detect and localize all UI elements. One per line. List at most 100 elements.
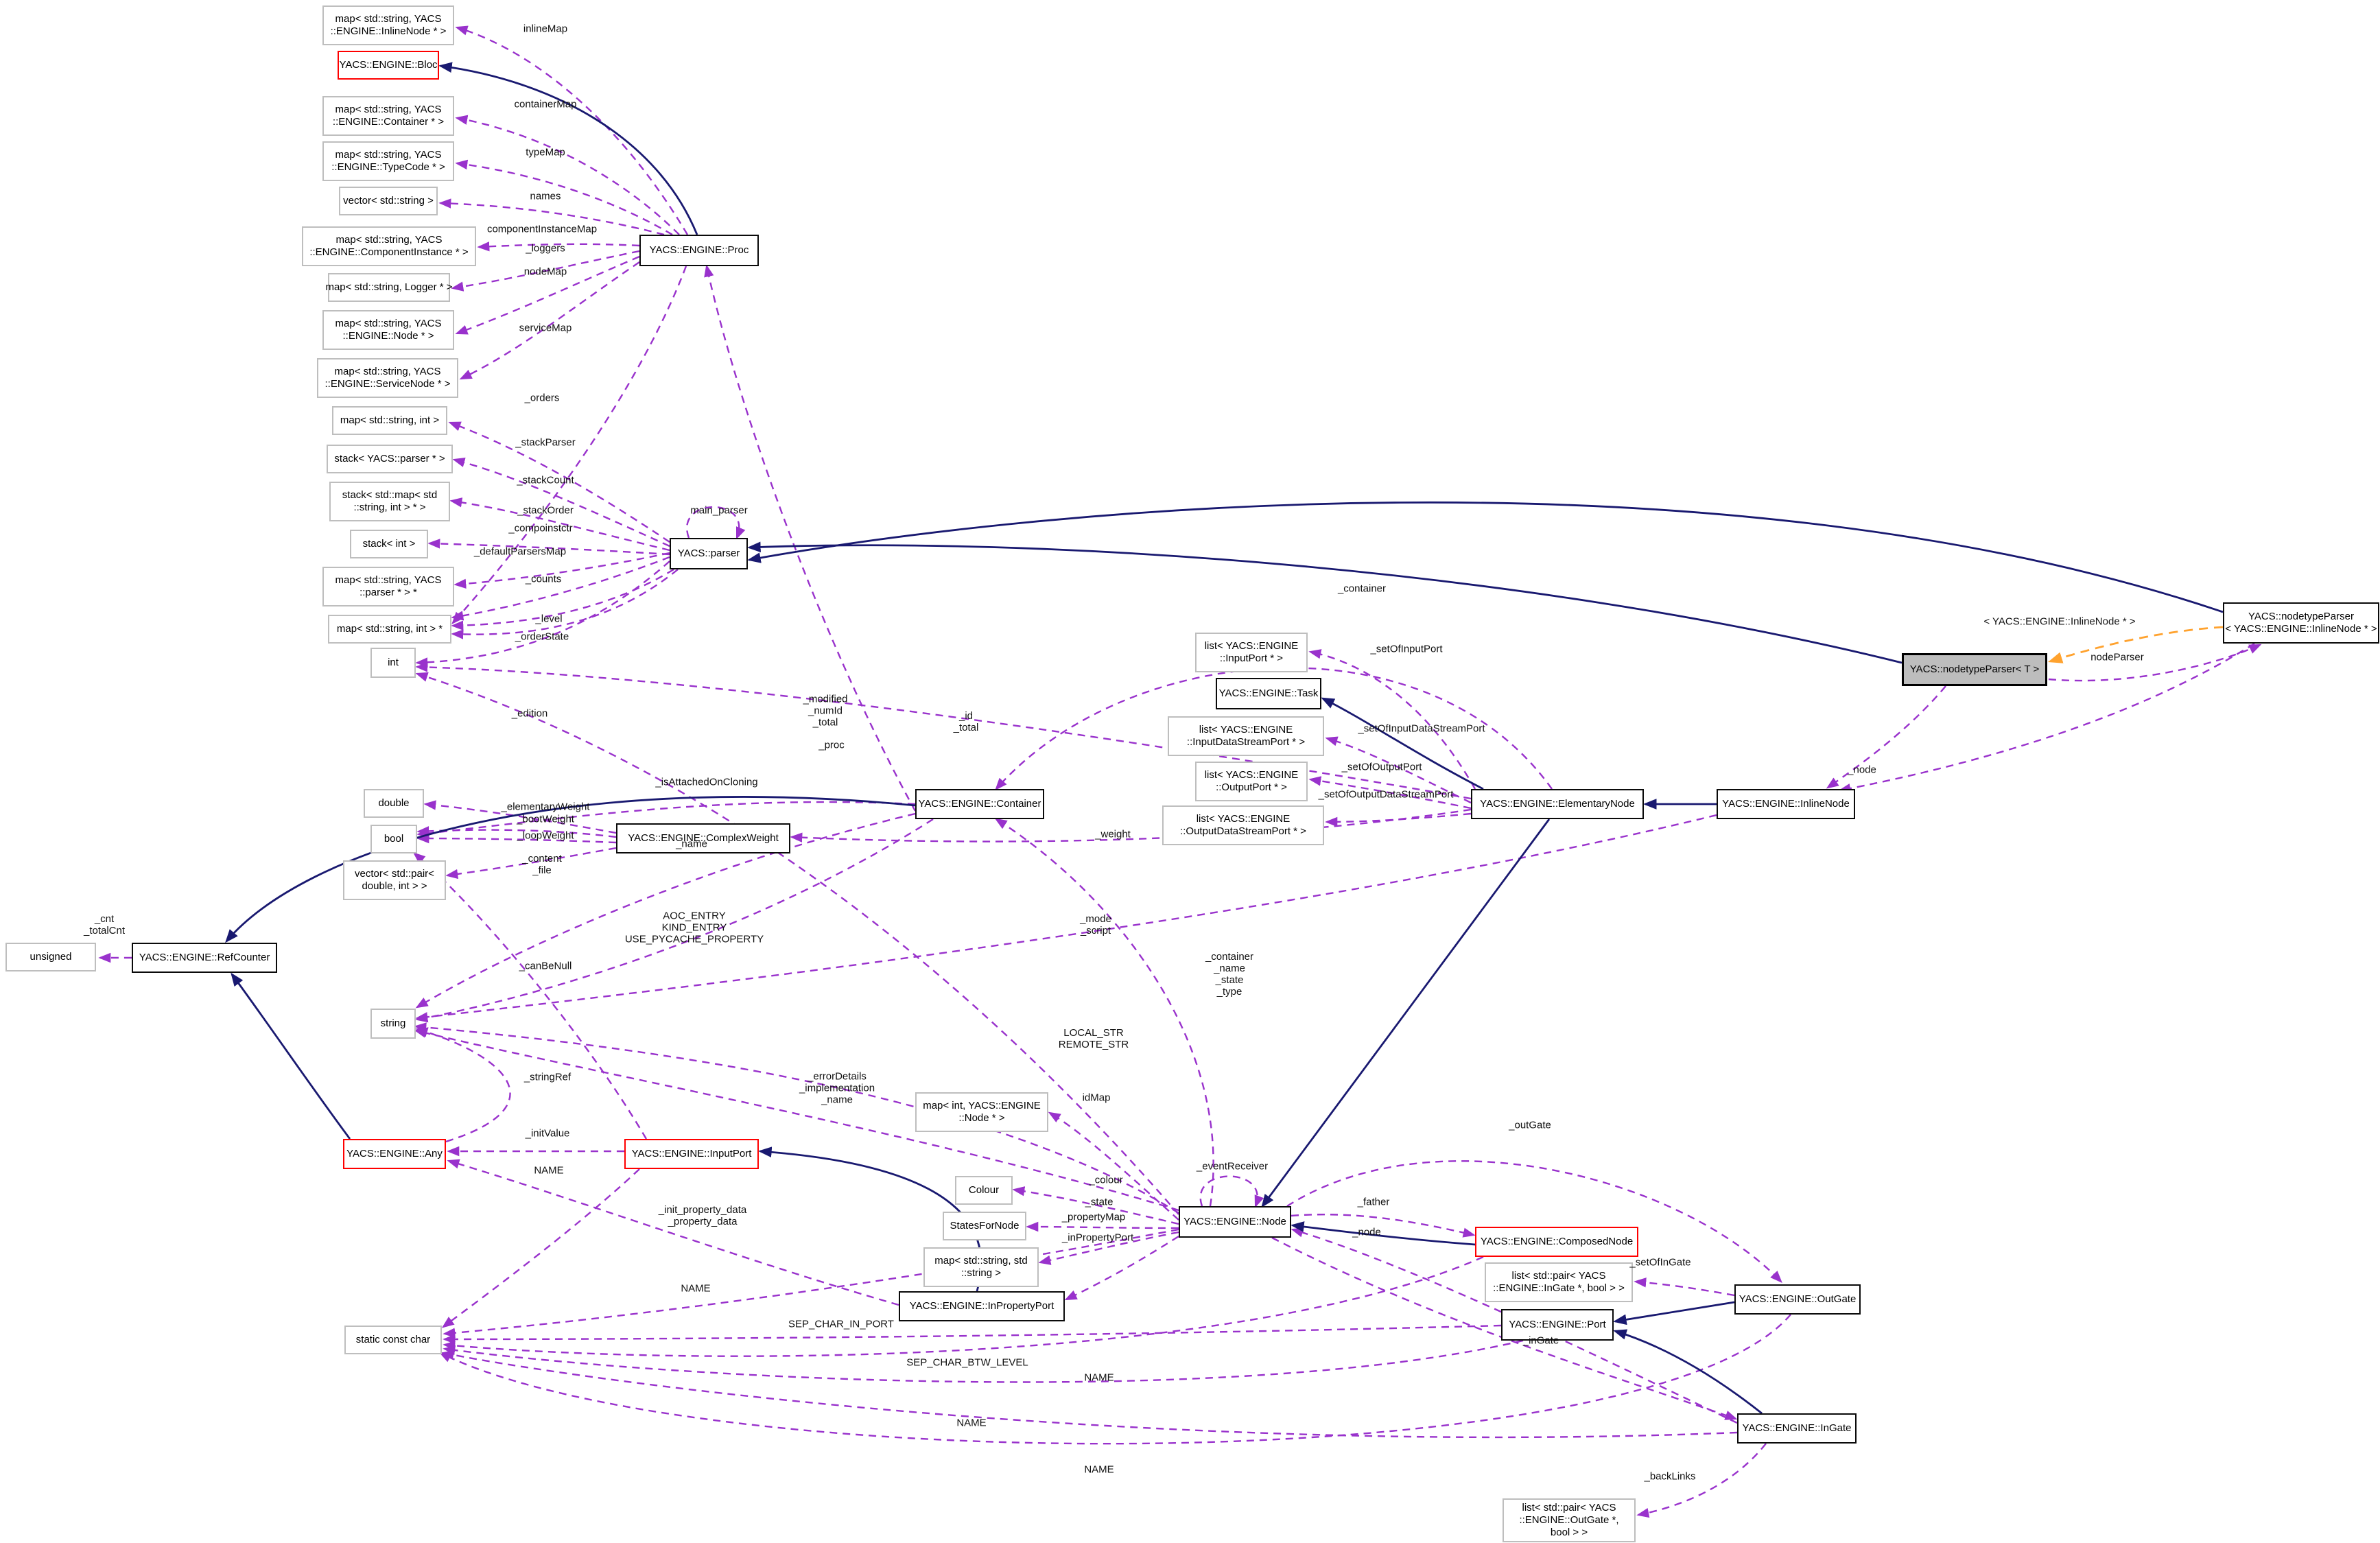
class-box-port[interactable]: YACS::ENGINE::Port: [1501, 1309, 1614, 1341]
edge-label-elementarynode-to-list-outputport: _setOfOutputPort: [1341, 761, 1422, 773]
edge-label-inpropertyport-to-any: _init_property_data _property_data: [658, 1204, 747, 1227]
edge-nodetypeparser-t-to-inlinenode: [1826, 685, 1946, 789]
class-box-map-string-componentinstance: map< std::string, YACS ::ENGINE::Compone…: [302, 226, 476, 266]
edge-node-to-string: [414, 1022, 1179, 1214]
edge-elementarynode-to-list-outputdatastreamport: [1325, 812, 1472, 827]
edge-proc-to-vector-string: [438, 198, 665, 236]
edge-container-to-string: [415, 812, 916, 1009]
edge-label-proc-to-map-string-int-ptr: _compoinstctr: [508, 522, 573, 534]
edge-parser-to-map-string-int-ptr: [451, 556, 670, 621]
edge-label-container-to-proc: _proc: [818, 739, 845, 751]
class-box-refcounter[interactable]: YACS::ENGINE::RefCounter: [132, 943, 277, 973]
edge-label-inputport-to-bool: _canBeNull: [519, 960, 572, 972]
edge-nodetypeparser-inlinenode-to-inlinenode: [1838, 642, 2255, 794]
class-box-map-string-container: map< std::string, YACS ::ENGINE::Contain…: [322, 96, 454, 136]
edge-label-parser-to-map-string-int-ptr: _level: [535, 613, 563, 625]
edge-label-proc-to-map-string-servicenode: serviceMap: [519, 322, 572, 334]
edge-node-to-container: [994, 818, 1214, 1207]
edge-any-to-refcounter: [231, 972, 351, 1140]
edge-parser-to-map-string-int-ptr: [451, 568, 674, 631]
edge-complexweight-to-double: [423, 800, 617, 834]
edge-label-proc-to-map-string-node: nodeMap: [523, 266, 567, 278]
class-box-complexweight[interactable]: YACS::ENGINE::ComplexWeight: [616, 823, 790, 853]
edge-label-proc-to-map-string-componentinstance: componentInstanceMap: [486, 223, 598, 235]
edge-elementarynode-to-task: [1321, 697, 1484, 790]
edge-label-elementarynode-to-list-inputport: _setOfInputPort: [1370, 643, 1443, 655]
edge-label-node-to-int: _modified _numId _total: [803, 693, 848, 729]
edge-node-to-statesfornode: [1026, 1221, 1179, 1232]
edge-label-proc-to-vector-string: names: [530, 190, 561, 202]
class-box-inpropertyport[interactable]: YACS::ENGINE::InPropertyPort: [899, 1291, 1065, 1321]
edge-label-parser-to-stack-parser: _stackParser: [515, 436, 576, 449]
class-box-inlinenode[interactable]: YACS::ENGINE::InlineNode: [1717, 789, 1855, 819]
class-box-node[interactable]: YACS::ENGINE::Node: [1179, 1206, 1291, 1238]
class-box-any[interactable]: YACS::ENGINE::Any: [343, 1139, 446, 1169]
edge-label-proc-to-map-string-logger: _loggers: [526, 242, 565, 255]
edge-parser-to-stack-int: [427, 539, 670, 556]
edge-label-elementarynode-to-int: _id _total: [953, 710, 979, 733]
class-box-map-string-parser-ptr: map< std::string, YACS ::parser * > *: [322, 567, 454, 606]
class-box-nodetypeparser-t[interactable]: YACS::nodetypeParser< T >: [1902, 653, 2047, 686]
edge-inputport-to-static-const-char: [441, 1168, 640, 1328]
edge-label-inputport-to-any: _initValue: [525, 1127, 570, 1140]
edge-label-parser-to-map-string-int: _orders: [524, 392, 560, 404]
edge-label-parser-to-int: _edition: [511, 707, 548, 720]
class-box-stack-int: stack< int >: [350, 530, 428, 558]
edge-label-parser-to-stack-map-string-int: _stackCount: [517, 474, 574, 486]
class-box-map-string-servicenode: map< std::string, YACS ::ENGINE::Service…: [317, 358, 458, 398]
class-box-map-string-int: map< std::string, int >: [332, 406, 447, 435]
edge-label-proc-to-map-string-container: containerMap: [514, 98, 577, 110]
edge-label-node-to-ingate: _inGate: [1522, 1334, 1559, 1347]
edge-parser-to-stack-map-string-int: [449, 497, 670, 552]
class-box-bloc[interactable]: YACS::ENGINE::Bloc: [338, 51, 439, 80]
edge-label-inputport-to-static-const-char: NAME: [534, 1164, 564, 1177]
edge-proc-to-map-string-servicenode: [459, 261, 640, 380]
class-box-unsigned: unsigned: [5, 943, 96, 971]
edge-parser-to-map-string-int-ptr: [451, 569, 679, 639]
class-box-map-string-inlinenode: map< std::string, YACS ::ENGINE::InlineN…: [322, 5, 454, 45]
edge-proc-to-map-string-container: [455, 115, 680, 235]
edge-label-ingate-to-node: _node: [1352, 1226, 1381, 1238]
edge-label-node-to-container: _container _name _state _type: [1205, 951, 1254, 998]
edge-label-node-to-map-int-node: idMap: [1082, 1092, 1111, 1104]
class-box-list-inputport: list< YACS::ENGINE ::InputPort * >: [1195, 633, 1308, 672]
edge-label-parser-to-stack-int: _stackOrder: [517, 504, 574, 517]
edge-label-outgate-to-static-const-char: NAME: [1084, 1463, 1114, 1476]
edge-label-node-to-statesfornode: _state: [1085, 1196, 1114, 1208]
edge-label-parser-to-map-string-int-ptr: _counts: [525, 573, 562, 585]
class-box-inputport[interactable]: YACS::ENGINE::InputPort: [624, 1139, 759, 1169]
edge-label-inlinenode-to-string: _mode _script: [1080, 913, 1111, 937]
edge-label-composednode-to-static-const-char: SEP_CHAR_BTW_LEVEL: [906, 1356, 1028, 1369]
edge-label-proc-to-map-string-typecode: typeMap: [526, 146, 565, 158]
edge-label-node-to-composednode: _father: [1357, 1196, 1390, 1208]
class-box-nodetypeparser-inlinenode[interactable]: YACS::nodetypeParser < YACS::ENGINE::Inl…: [2223, 602, 2379, 644]
edge-outgate-to-static-const-char: [438, 1314, 1791, 1445]
edge-elementarynode-to-int: [415, 662, 1472, 800]
class-box-ingate[interactable]: YACS::ENGINE::InGate: [1737, 1413, 1857, 1444]
class-box-map-string-logger: map< std::string, Logger * >: [325, 273, 453, 302]
edge-inpropertyport-to-any: [447, 1159, 899, 1306]
edge-proc-to-map-string-typecode: [455, 159, 673, 236]
class-box-task[interactable]: YACS::ENGINE::Task: [1216, 678, 1321, 709]
edge-nodetypeparser-t-to-nodetypeparser-inlinenode: [2048, 644, 2262, 682]
edge-nodetypeparser-inlinenode-to-parser: [747, 501, 2224, 613]
class-box-int: int: [370, 648, 416, 678]
class-box-container[interactable]: YACS::ENGINE::Container: [915, 789, 1044, 819]
edge-label-complexweight-to-bool: _loopWeight: [517, 829, 574, 842]
edge-label-any-to-string: _stringRef: [523, 1071, 572, 1083]
class-box-map-string-typecode: map< std::string, YACS ::ENGINE::TypeCod…: [322, 141, 454, 181]
class-box-stack-map-string-int: stack< std::map< std ::string, int > * >: [329, 482, 450, 521]
edge-proc-to-map-string-inlinenode: [455, 25, 689, 235]
edge-label-refcounter-to-unsigned: _cnt _totalCnt: [83, 913, 126, 937]
edge-label-node-to-string: _errorDetails _implementation _name: [799, 1070, 875, 1106]
class-box-composednode[interactable]: YACS::ENGINE::ComposedNode: [1475, 1227, 1638, 1257]
class-box-proc[interactable]: YACS::ENGINE::Proc: [639, 235, 759, 266]
edge-node-to-ingate: [1271, 1236, 1738, 1420]
class-box-elementarynode[interactable]: YACS::ENGINE::ElementaryNode: [1471, 789, 1644, 819]
edge-label-node-to-outgate: _outGate: [1509, 1119, 1551, 1131]
class-box-parser[interactable]: YACS::parser: [670, 538, 748, 569]
class-box-outgate[interactable]: YACS::ENGINE::OutGate: [1734, 1284, 1861, 1315]
class-box-static-const-char: static const char: [344, 1326, 442, 1354]
edge-ingate-to-list-pair-outgate-bool: [1636, 1443, 1767, 1518]
